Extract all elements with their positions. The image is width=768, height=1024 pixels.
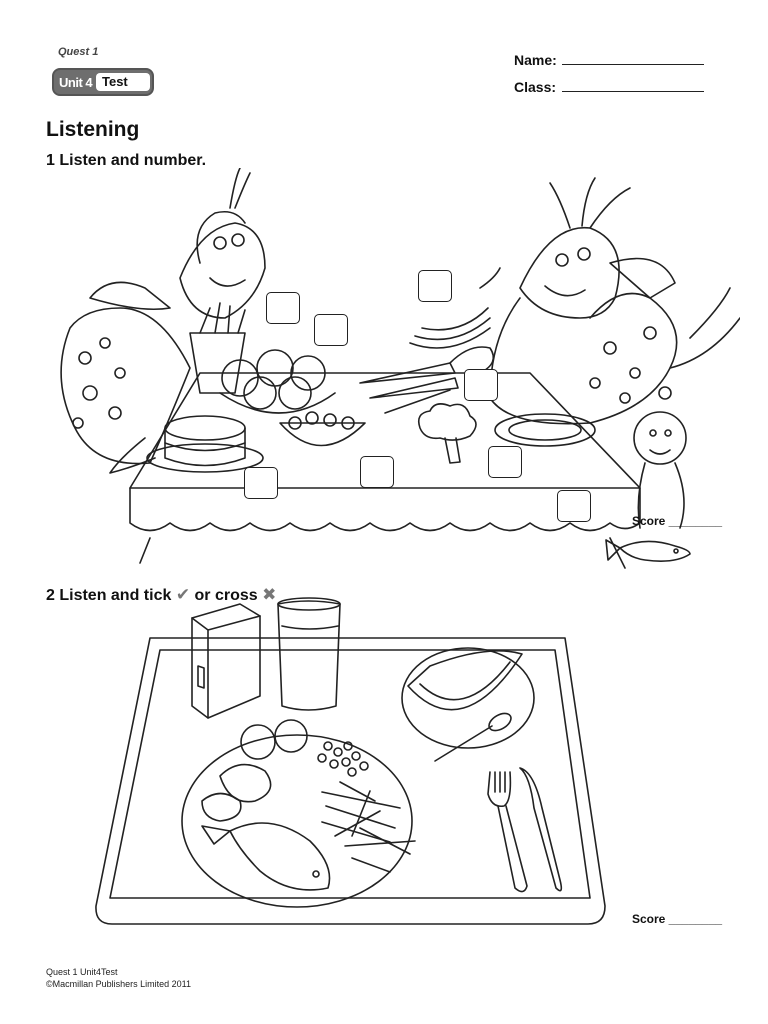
fork xyxy=(487,771,528,893)
exercise-1-instruction: 1 Listen and number. xyxy=(46,152,207,169)
spoon xyxy=(434,712,512,762)
left-dragon xyxy=(60,168,266,474)
empty-plate xyxy=(494,413,596,447)
fish-on-plate xyxy=(201,822,331,891)
peas xyxy=(317,741,369,777)
strawberry-bowl xyxy=(279,411,366,447)
footer-copyright: ©Macmillan Publishers Limited 2011 xyxy=(46,979,192,989)
section-title: Listening xyxy=(46,118,140,141)
exercise-1-score[interactable]: Score ________ xyxy=(632,514,723,528)
footer: Quest 1 Unit4Test ©Macmillan Publishers … xyxy=(46,966,191,990)
number-box[interactable] xyxy=(464,369,498,401)
cake xyxy=(146,415,264,473)
number-box[interactable] xyxy=(266,292,300,324)
test-tag: Test xyxy=(96,73,150,91)
tomatoes xyxy=(240,719,308,760)
number-box[interactable] xyxy=(360,456,394,488)
fish xyxy=(605,539,691,562)
melon-plate xyxy=(401,647,535,749)
number-box[interactable] xyxy=(488,446,522,478)
name-label: Name: xyxy=(514,52,557,68)
brand-logo: Quest 1 xyxy=(58,46,99,58)
right-dragon xyxy=(489,177,740,425)
number-box[interactable] xyxy=(418,270,452,302)
chips xyxy=(321,781,416,873)
number-box[interactable] xyxy=(244,467,278,499)
name-line[interactable] xyxy=(562,64,704,65)
unit-label: Unit 4 xyxy=(59,75,93,90)
apple-bowl xyxy=(219,349,336,414)
class-label: Class: xyxy=(514,79,557,95)
small-dragon xyxy=(633,411,687,529)
footer-course: Quest 1 Unit4Test xyxy=(46,967,118,977)
bananas xyxy=(409,267,501,349)
food-plate xyxy=(181,734,413,908)
broccoli xyxy=(417,403,477,464)
number-box[interactable] xyxy=(557,490,591,522)
exercise-2-instruction: 2 Listen and tick ✔ or cross ✖ xyxy=(46,585,276,605)
cross-icon: ✖ xyxy=(262,585,277,604)
lettuce xyxy=(201,763,272,822)
vegetable-cup xyxy=(189,302,246,394)
food-tray-illustration xyxy=(95,597,606,925)
class-line[interactable] xyxy=(562,91,704,92)
tick-icon: ✔ xyxy=(175,585,191,604)
exercise-2-score[interactable]: Score ________ xyxy=(632,912,723,926)
instruction-middle: or cross xyxy=(194,587,258,604)
instruction-start: 2 Listen and tick xyxy=(46,587,172,604)
unit-badge: Unit 4 Test xyxy=(52,68,154,96)
knife xyxy=(519,767,563,892)
dragons-party-illustration xyxy=(60,168,740,569)
juice-carton xyxy=(191,603,261,719)
tray xyxy=(95,637,606,925)
carrots xyxy=(359,346,495,414)
number-box[interactable] xyxy=(314,314,348,346)
glass-of-juice xyxy=(277,597,341,711)
party-table xyxy=(129,372,641,569)
